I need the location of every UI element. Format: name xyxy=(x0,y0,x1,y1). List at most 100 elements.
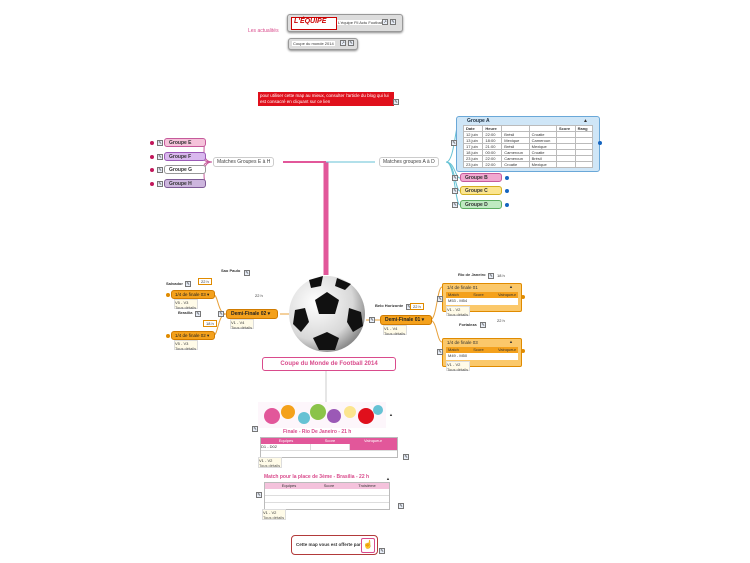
collapse-arrow-icon[interactable]: ▲ xyxy=(583,118,588,124)
collapse-dot[interactable] xyxy=(150,141,154,145)
demi-finale-01[interactable]: Demi-Finale 01 ▾ xyxy=(380,315,432,325)
blog-notice[interactable]: pour utiliser cette map au mieux, consul… xyxy=(258,92,394,106)
note-icon[interactable]: ✎ xyxy=(252,426,258,432)
note-icon[interactable]: ✎ xyxy=(390,19,396,25)
quarter-02-detail: V5 - V3 Tous détails xyxy=(174,340,198,351)
col-header: Troisième xyxy=(358,483,376,488)
quarter-header-row: Match Score Vainqueur xyxy=(446,292,518,298)
note-icon[interactable]: ✎ xyxy=(403,454,409,460)
quarter-match-row[interactable]: M53 - M54 xyxy=(446,298,518,305)
branch-groups-eh[interactable]: Matches Groupes E à H xyxy=(213,157,275,167)
collapse-dot[interactable] xyxy=(166,334,170,338)
col-header: Score xyxy=(323,483,335,488)
note-icon[interactable]: ✎ xyxy=(195,311,201,317)
link-icon[interactable]: ↗ xyxy=(382,19,388,25)
quarter-01-detail: V1 - V2 Tous détails xyxy=(446,306,470,317)
collapse-arrow-icon[interactable]: ▲ xyxy=(509,339,513,344)
cdm-widget[interactable]: Coupe du monde 2014 ↗ ✎ xyxy=(288,38,358,50)
collapse-dot[interactable] xyxy=(505,203,509,207)
note-icon[interactable]: ✎ xyxy=(157,154,163,160)
table-row[interactable] xyxy=(265,489,389,496)
demi-02-detail: V1 - V4 Tous détails xyxy=(230,319,254,330)
col-header: Vainqueur xyxy=(498,347,516,352)
third-place-detail: V1 - V2 Tous détails xyxy=(262,509,286,520)
demi-01-time: 22 h xyxy=(410,303,424,310)
third-place-table: Equipes Score Troisième xyxy=(264,482,390,510)
group-d[interactable]: Groupe D xyxy=(460,200,502,209)
equipe-widget[interactable]: L'ÉQUIPE L'équipe Fil Actu Football ↗ ✎ xyxy=(287,14,403,32)
collapse-dot[interactable] xyxy=(150,168,154,172)
quarter-title: 1/4 de finale 01 xyxy=(447,285,478,290)
final-header-row: Equipes Score Vainqueur xyxy=(261,438,397,444)
group-a-title: Groupe A xyxy=(467,118,490,124)
note-icon[interactable]: ✎ xyxy=(256,492,262,498)
col-header: Equipes xyxy=(278,438,294,443)
actualites-label: Les actualités xyxy=(248,28,279,34)
note-icon[interactable]: ✎ xyxy=(437,296,443,302)
collapse-dot[interactable] xyxy=(505,189,509,193)
collapse-dot[interactable] xyxy=(505,176,509,180)
third-place-title: Match pour la place de 3ème - Brasilia -… xyxy=(264,474,370,480)
branch-groups-ad[interactable]: Matches groupes A à D xyxy=(379,157,439,167)
collapse-dot[interactable] xyxy=(150,182,154,186)
note-icon[interactable]: ✎ xyxy=(185,281,191,287)
collapse-dot[interactable] xyxy=(166,293,170,297)
collapse-dot[interactable] xyxy=(521,295,525,299)
quarter-01-city: Rio de Janeiro xyxy=(458,272,486,277)
cursor-hand-icon: ☝ xyxy=(361,538,375,553)
collapse-dot[interactable] xyxy=(521,349,525,353)
note-icon[interactable]: ✎ xyxy=(157,181,163,187)
note-icon[interactable]: ✎ xyxy=(393,99,399,105)
group-c[interactable]: Groupe C xyxy=(460,186,502,195)
note-icon[interactable]: ✎ xyxy=(218,311,224,317)
note-icon[interactable]: ✎ xyxy=(452,202,458,208)
note-icon[interactable]: ✎ xyxy=(488,273,494,279)
quarter-01-time: 18 h xyxy=(497,273,505,278)
quarter-final-left-03[interactable]: 1/4 de finale 03 ▾ xyxy=(171,290,215,299)
collapse-dot[interactable] xyxy=(150,155,154,159)
final-table: Equipes Score Vainqueur D1 - D02 xyxy=(260,437,398,458)
link-icon[interactable]: ↗ xyxy=(340,40,346,46)
soccer-ball-image xyxy=(287,274,367,354)
offered-by-box[interactable]: Cette map vous est offerte par ☝ xyxy=(291,535,378,555)
cdm-caption: Coupe du monde 2014 xyxy=(292,41,335,46)
table-row[interactable] xyxy=(265,496,389,503)
quarter-title: 1/4 de finale 03 xyxy=(447,340,478,345)
col-header: Equipes xyxy=(281,483,297,488)
final-banner-image xyxy=(258,402,386,428)
group-b[interactable]: Groupe B xyxy=(460,173,502,182)
final-detail: V1 - V2 Tous détails xyxy=(258,457,282,468)
group-h[interactable]: Groupe H xyxy=(164,179,206,188)
note-icon[interactable]: ✎ xyxy=(398,503,404,509)
group-a-panel[interactable]: Groupe A ▲ Date Heure Score Rang 12 juin… xyxy=(456,116,600,172)
note-icon[interactable]: ✎ xyxy=(437,349,443,355)
collapse-dot[interactable] xyxy=(598,141,602,145)
note-icon[interactable]: ✎ xyxy=(348,40,354,46)
table-row[interactable]: D1 - D02 xyxy=(261,444,397,451)
collapse-arrow-icon[interactable]: ▲ xyxy=(386,476,390,481)
demi-02-time: 22 h xyxy=(255,293,263,298)
group-f[interactable]: Groupe F xyxy=(164,152,206,161)
note-icon[interactable]: ✎ xyxy=(157,167,163,173)
group-e[interactable]: Groupe E xyxy=(164,138,206,147)
quarter-match-row[interactable]: M49 - M50 xyxy=(446,353,518,360)
collapse-arrow-icon[interactable]: ▲ xyxy=(509,284,513,289)
central-title[interactable]: Coupe du Monde de Football 2014 xyxy=(262,357,396,371)
note-icon[interactable]: ✎ xyxy=(379,548,385,554)
note-icon[interactable]: ✎ xyxy=(157,140,163,146)
quarter-02-time: 18 h xyxy=(203,320,217,327)
collapse-arrow-icon[interactable]: ▲ xyxy=(389,412,393,417)
note-icon[interactable]: ✎ xyxy=(452,175,458,181)
note-icon[interactable]: ✎ xyxy=(244,270,250,276)
note-icon[interactable]: ✎ xyxy=(369,317,375,323)
note-icon[interactable]: ✎ xyxy=(452,188,458,194)
quarter-02-city: Brasilia xyxy=(178,310,193,315)
note-icon[interactable]: ✎ xyxy=(451,140,457,146)
group-g[interactable]: Groupe G xyxy=(164,165,206,174)
quarter-final-left-02[interactable]: 1/4 de finale 02 ▾ xyxy=(171,331,215,340)
col-header: Score xyxy=(473,292,484,297)
demi-finale-02[interactable]: Demi-Finale 02 ▾ xyxy=(226,309,278,319)
note-icon[interactable]: ✎ xyxy=(480,322,486,328)
